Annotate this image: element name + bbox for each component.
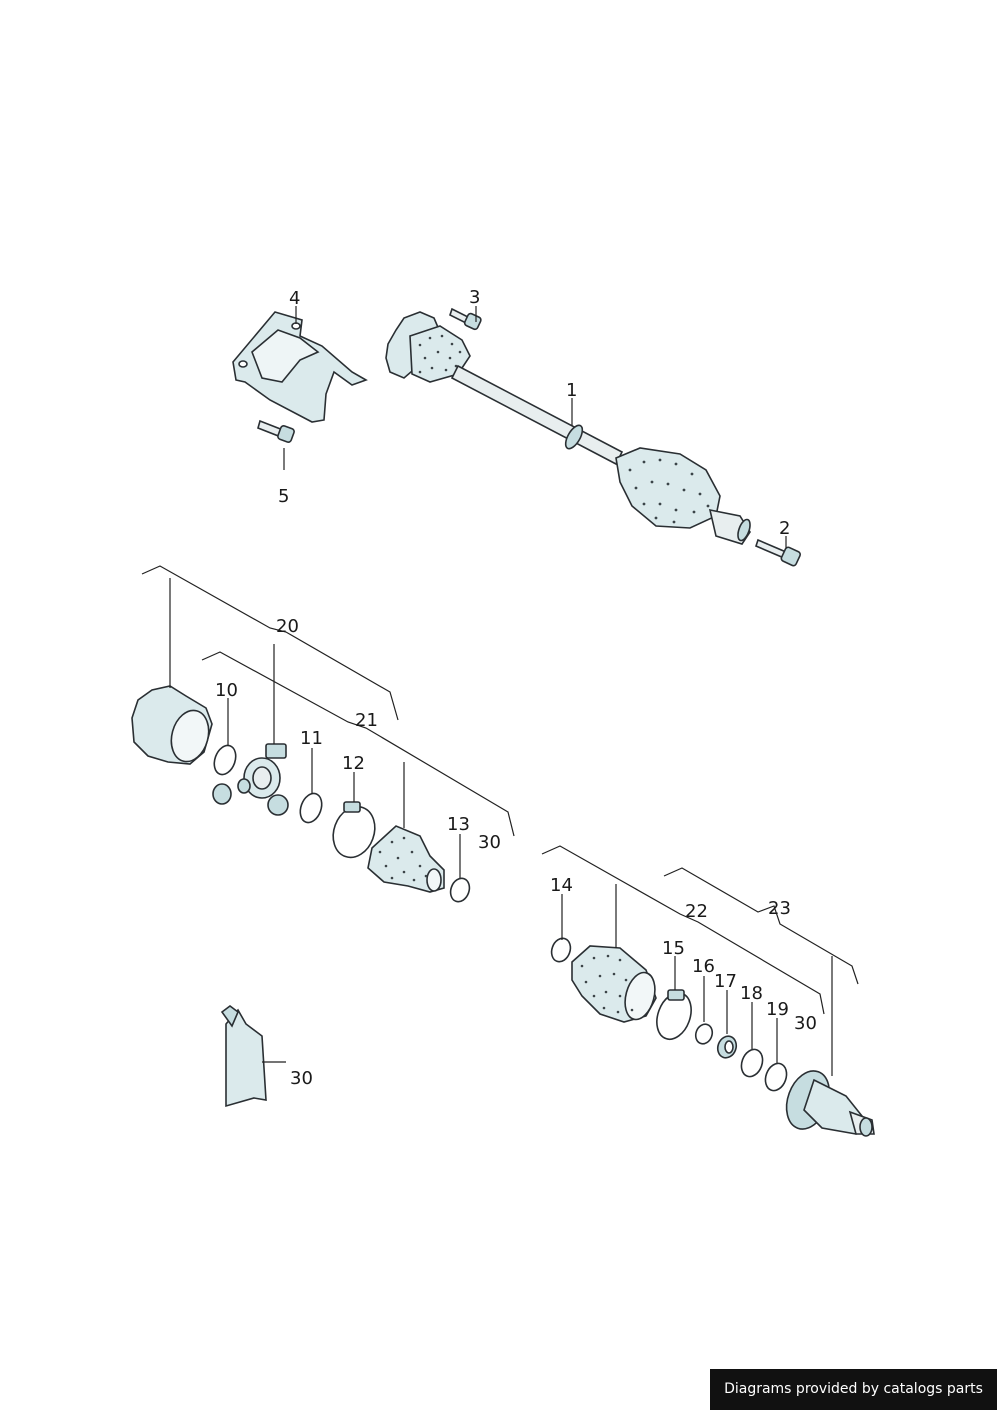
label-21: 21 — [355, 710, 378, 731]
label-30-inner-kit: 30 — [478, 832, 501, 853]
label-4: 4 — [289, 288, 300, 309]
part-3-bolt[interactable] — [449, 307, 482, 331]
label-12: 12 — [342, 753, 365, 774]
part-21-inner-boot[interactable] — [367, 825, 445, 893]
label-13: 13 — [447, 814, 470, 835]
part-13-clamp[interactable] — [447, 876, 472, 905]
footer-credit: Diagrams provided by catalogs parts — [710, 1369, 997, 1410]
label-30-outer-kit: 30 — [794, 1013, 817, 1034]
label-30-grease: 30 — [290, 1068, 313, 1089]
part-16-ring[interactable] — [693, 1022, 715, 1046]
label-10: 10 — [215, 680, 238, 701]
part-2-bolt[interactable] — [755, 538, 802, 567]
part-14-clamp[interactable] — [548, 936, 573, 965]
part-tripod-joint[interactable] — [212, 743, 289, 816]
label-22: 22 — [685, 901, 708, 922]
label-5: 5 — [278, 486, 289, 507]
part-1-drive-shaft[interactable] — [385, 311, 752, 545]
part-12-clamp[interactable] — [326, 801, 381, 864]
part-5-bolt[interactable] — [257, 419, 295, 443]
label-19: 19 — [766, 999, 789, 1020]
part-30-grease-tube[interactable] — [220, 1005, 267, 1108]
label-16: 16 — [692, 956, 715, 977]
part-11-circlip[interactable] — [296, 790, 325, 825]
label-2: 2 — [779, 518, 790, 539]
part-23-outer-joint[interactable] — [779, 1065, 875, 1137]
part-18-circlip[interactable] — [738, 1046, 766, 1079]
label-14: 14 — [550, 875, 573, 896]
part-4-heat-shield[interactable] — [232, 311, 368, 423]
label-1: 1 — [566, 380, 577, 401]
outer-kit-boot-texture — [580, 954, 634, 1014]
inner-kit-boot-texture — [378, 836, 428, 882]
label-20: 20 — [276, 616, 299, 637]
label-23: 23 — [768, 898, 791, 919]
part-17-spacer[interactable] — [715, 1034, 739, 1061]
label-18: 18 — [740, 983, 763, 1004]
label-17: 17 — [714, 971, 737, 992]
leader-lines — [141, 306, 859, 1076]
part-19-circlip[interactable] — [762, 1060, 790, 1093]
part-20-inner-flange[interactable] — [131, 685, 214, 766]
label-11: 11 — [300, 728, 323, 749]
outer-boot-texture — [628, 458, 710, 524]
part-15-clamp[interactable] — [651, 988, 697, 1044]
callout-labels: 1 2 3 4 5 10 11 12 13 14 15 16 17 18 19 … — [215, 287, 817, 1089]
part-10-circlip[interactable] — [210, 742, 239, 777]
label-15: 15 — [662, 938, 685, 959]
part-22-outer-boot[interactable] — [571, 945, 660, 1023]
inner-boot-texture — [418, 334, 462, 374]
label-3: 3 — [469, 287, 480, 308]
